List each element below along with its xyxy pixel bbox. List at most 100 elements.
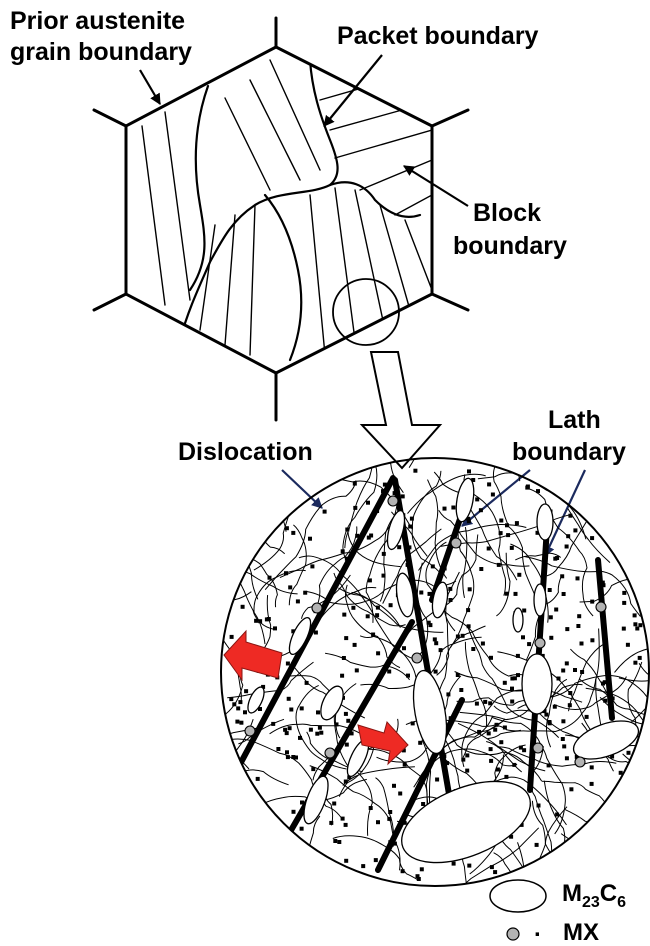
mx-dot [323, 510, 327, 514]
mx-dot [310, 564, 314, 568]
mx-dot [515, 521, 519, 525]
mx-dot [496, 768, 500, 772]
mx-dot [351, 606, 355, 610]
label-lath-line1: Lath [548, 406, 601, 434]
mx-dot [568, 691, 572, 695]
mx-dot [536, 489, 540, 493]
mx-dot [506, 533, 510, 537]
mx-dot [340, 674, 344, 678]
mx-dot [382, 552, 386, 556]
mx-dot [510, 687, 514, 691]
mx-dot [256, 777, 260, 781]
mx-dot [382, 574, 386, 578]
mx-dot [461, 758, 465, 762]
mx-dot [418, 741, 422, 745]
mx-dot [388, 810, 392, 814]
mx-dot [344, 859, 348, 863]
mx-dot [504, 775, 508, 779]
mx-dot [344, 712, 348, 716]
mx-dot [298, 736, 302, 740]
mx-dot [522, 609, 526, 613]
mx-dot [590, 536, 594, 540]
mx-dot [344, 780, 348, 784]
mx-dot [537, 804, 541, 808]
dislocation-line [179, 592, 251, 612]
mx-dot [451, 506, 455, 510]
mx-dot [376, 651, 380, 655]
mx-dot [300, 706, 304, 710]
mx-dot [449, 598, 453, 602]
mx-dot [443, 507, 447, 511]
mx-dot [420, 867, 424, 871]
mx-dot [435, 778, 439, 782]
mx-dot [335, 722, 339, 726]
mx-dot [285, 526, 289, 530]
mx-dot [344, 823, 348, 827]
dislocation-line [199, 543, 275, 629]
mx-dot [371, 633, 375, 637]
mx-dot [361, 864, 365, 868]
mx-dot [286, 755, 290, 759]
label-prior-austenite-line2: grain boundary [10, 38, 192, 66]
mx-dot [428, 623, 432, 627]
mx-dot [510, 700, 514, 704]
mx-dot [419, 591, 423, 595]
mx-dot [398, 792, 402, 796]
mx-dot [475, 497, 479, 501]
mx-dot [565, 756, 569, 760]
mx-dot [238, 700, 242, 704]
mx-dot [244, 689, 248, 693]
mx-dot [516, 654, 520, 658]
mx-dot [488, 701, 492, 705]
mx-dot [416, 874, 420, 878]
mx-dot [479, 508, 483, 512]
mx-dot [590, 600, 594, 604]
mx-dot [459, 688, 463, 692]
mx-dot [566, 534, 570, 538]
mx-dot [505, 592, 509, 596]
mx-dot [561, 719, 565, 723]
mx-dot [499, 519, 503, 523]
mx-dot [544, 713, 548, 717]
mx-dot [585, 715, 589, 719]
mx-dot [439, 648, 443, 652]
mx-dot [521, 635, 525, 639]
mx-dot [603, 699, 607, 703]
mx-dot [467, 469, 471, 473]
mx-dot [345, 743, 349, 747]
dislocation-line [496, 553, 510, 616]
label-dislocation: Dislocation [178, 438, 313, 466]
mx-dot [337, 840, 341, 844]
mx-dot [342, 656, 346, 660]
mx-dot [344, 636, 348, 640]
mx-dot [635, 627, 639, 631]
mx-dot [268, 576, 272, 580]
mx-dot [286, 662, 290, 666]
austenite-grain [94, 18, 468, 420]
mx-dot [345, 528, 349, 532]
mx-dot [516, 673, 520, 677]
mx-dot [580, 670, 584, 674]
mx-dot [294, 756, 298, 760]
mx-dot [493, 870, 497, 874]
label-prior-austenite-line1: Prior austenite [10, 7, 185, 35]
mx-dot [411, 721, 415, 725]
legend-mx-dot: . [534, 915, 541, 942]
mx-dot [243, 710, 247, 714]
mx-dot [452, 862, 456, 866]
mx-dot [433, 637, 437, 641]
mx-dot [477, 730, 481, 734]
mx-dot [284, 571, 288, 575]
legend-m23c6-symbol [490, 880, 546, 912]
mx-dot [569, 787, 573, 791]
mx-dot [389, 603, 393, 607]
mx-dot [397, 545, 401, 549]
mx-dot [489, 747, 493, 751]
mx-dot [376, 606, 380, 610]
mx-dot [568, 703, 572, 707]
mx-dot [446, 692, 450, 696]
mx-dot [468, 587, 472, 591]
mx-dot [499, 531, 503, 535]
dislocation-line [217, 816, 320, 914]
mx-dot [308, 537, 312, 541]
